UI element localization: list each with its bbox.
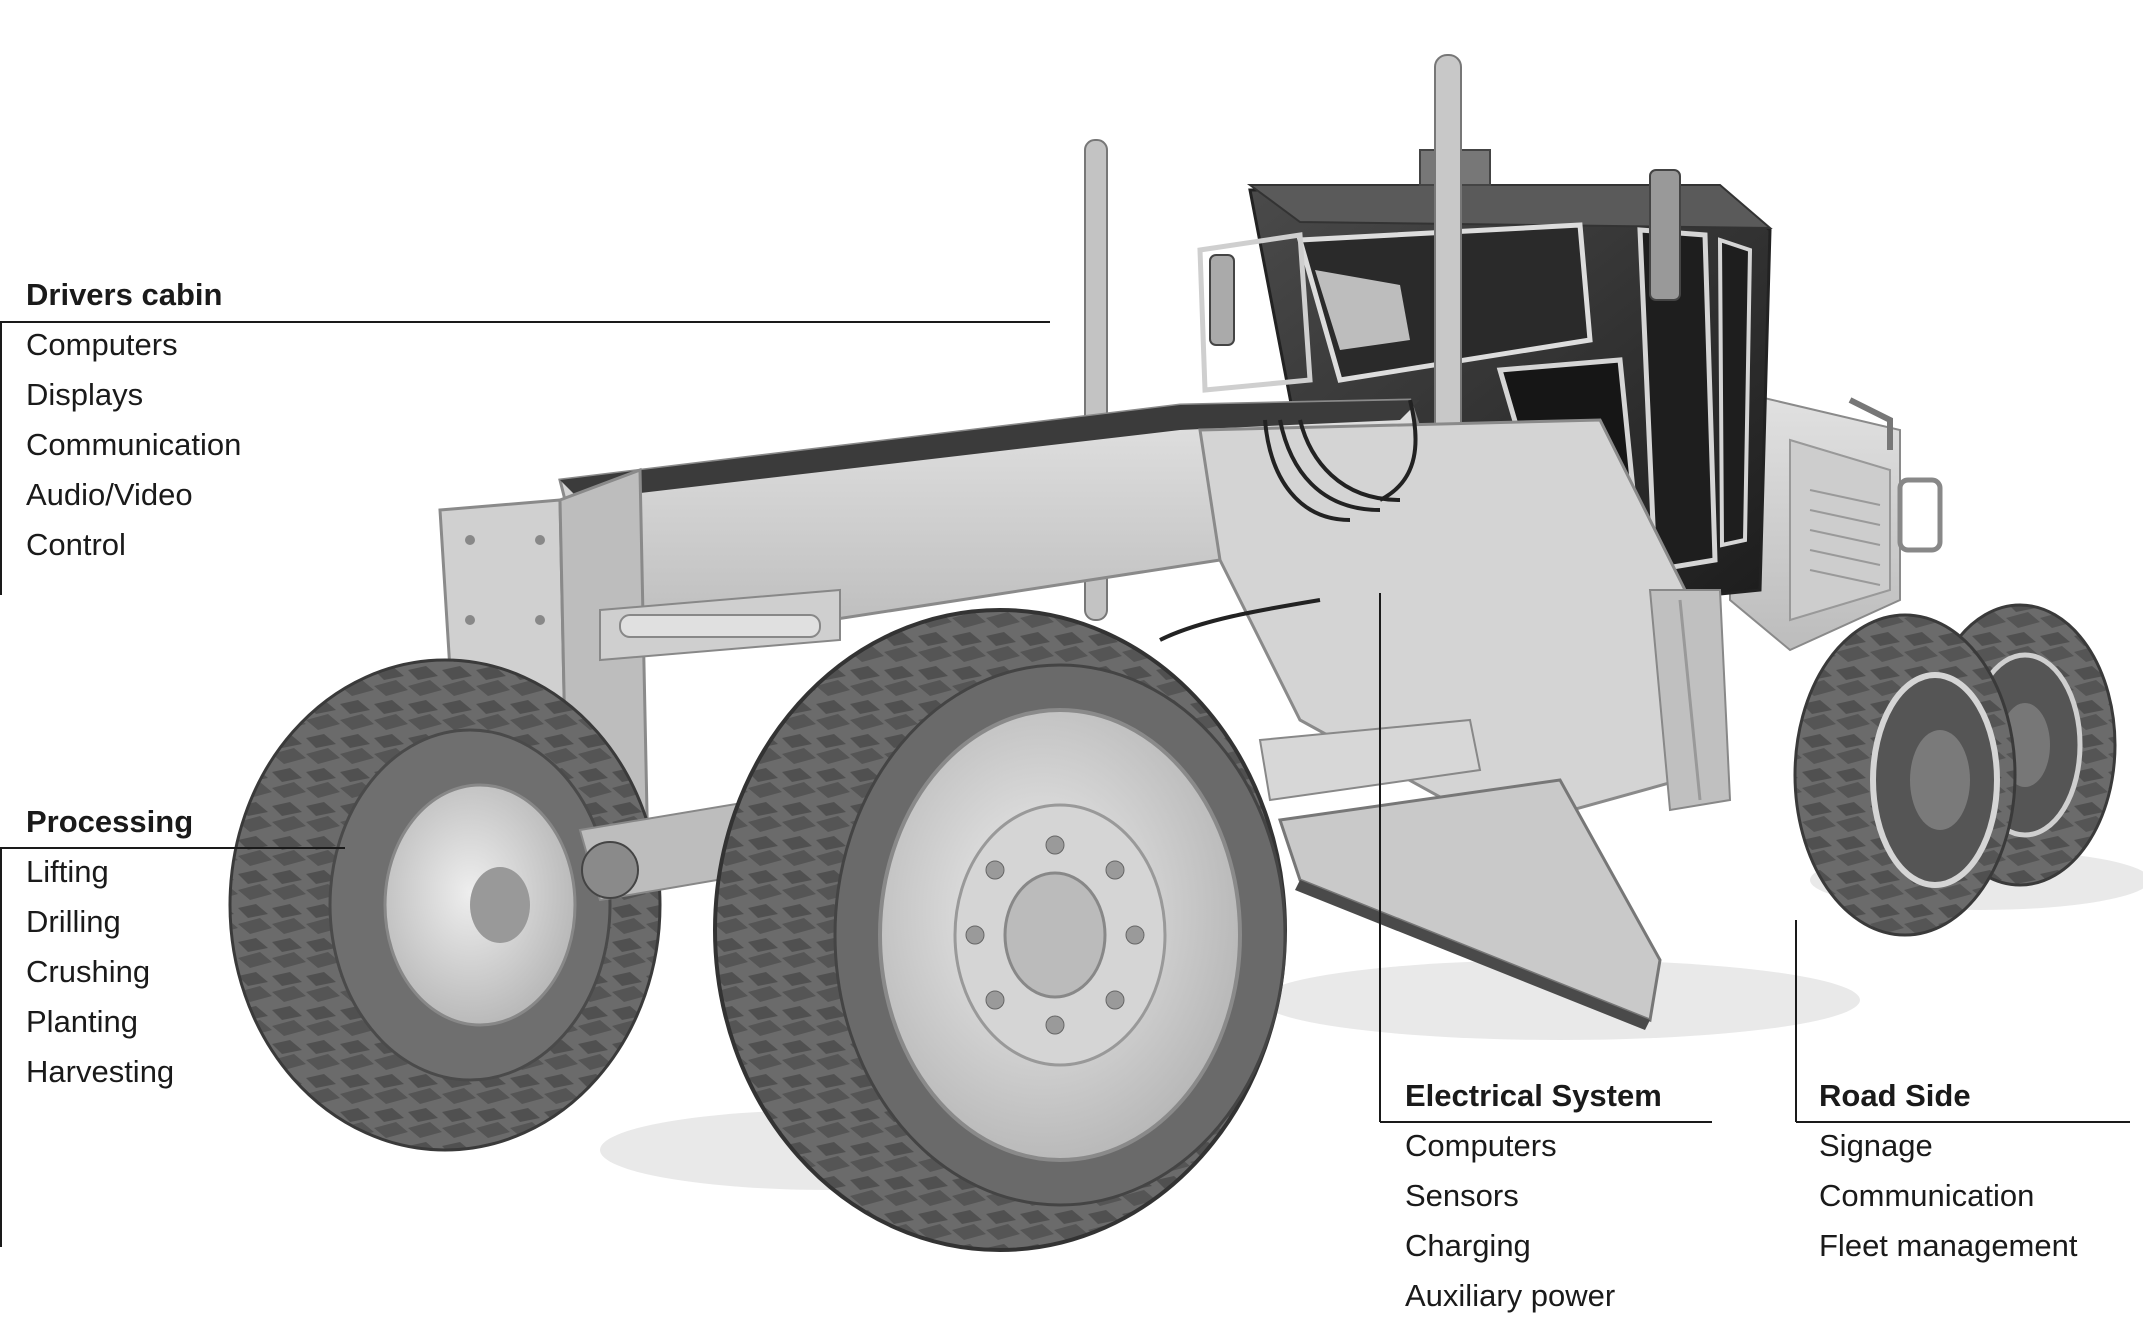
callout-list-road-side: Signage Communication Fleet management <box>1819 1121 2077 1271</box>
list-item: Displays <box>26 377 144 412</box>
list-item: Audio/Video <box>26 477 193 512</box>
grader-frame <box>558 398 1732 832</box>
callout-rules <box>0 321 2130 1247</box>
list-item: Fleet management <box>1819 1228 2078 1263</box>
callout-list-electrical-system: Computers Sensors Charging Auxiliary pow… <box>1405 1121 1662 1321</box>
engine-housing <box>1729 388 1943 652</box>
list-item: Control <box>26 527 126 562</box>
callout-drivers-cabin: Drivers cabin Computers Displays Communi… <box>26 270 241 570</box>
front-left-tire <box>228 658 662 1152</box>
callout-list-drivers-cabin: Computers Displays Communication Audio/V… <box>26 320 241 570</box>
drivers-cabin-illustration <box>1197 149 1773 602</box>
list-item: Crushing <box>26 954 151 989</box>
front-right-tire <box>713 608 1287 1252</box>
list-item: Auxiliary power <box>1405 1278 1616 1313</box>
moldboard-blade <box>1258 718 1662 1030</box>
list-item: Harvesting <box>26 1054 175 1089</box>
callout-road-side: Road Side Signage Communication Fleet ma… <box>1819 1071 2077 1271</box>
rear-tires <box>1793 603 2117 937</box>
list-item: Communication <box>26 427 242 462</box>
callout-list-processing: Lifting Drilling Crushing Planting Harve… <box>26 847 193 1097</box>
list-item: Sensors <box>1405 1178 1519 1213</box>
hydraulic-hoses <box>1159 399 1418 642</box>
callout-electrical-system: Electrical System Computers Sensors Char… <box>1405 1071 1662 1321</box>
list-item: Planting <box>26 1004 139 1039</box>
list-item: Charging <box>1405 1228 1531 1263</box>
list-item: Signage <box>1819 1128 1933 1163</box>
list-item: Computers <box>1405 1128 1557 1163</box>
list-item: Communication <box>1819 1178 2035 1213</box>
list-item: Drilling <box>26 904 121 939</box>
list-item: Computers <box>26 327 178 362</box>
callout-title-road-side: Road Side <box>1819 1078 1971 1113</box>
callout-title-processing: Processing <box>26 804 194 839</box>
callout-title-electrical-system: Electrical System <box>1405 1078 1662 1113</box>
list-item: Lifting <box>26 854 109 889</box>
callout-title-drivers-cabin: Drivers cabin <box>26 277 223 312</box>
callout-processing: Processing Lifting Drilling Crushing Pla… <box>26 797 193 1097</box>
